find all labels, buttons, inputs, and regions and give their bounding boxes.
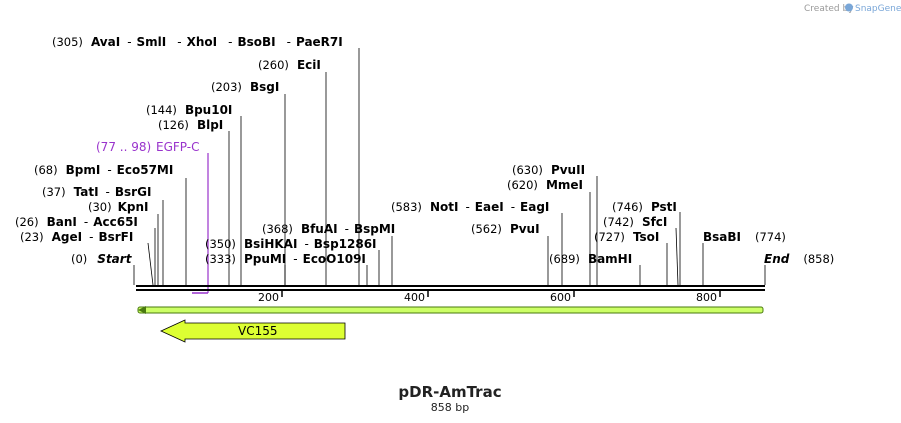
- snapgene-brand: SnapGene: [855, 4, 901, 14]
- enzyme-label-203[interactable]: (203)BsgI: [211, 80, 279, 94]
- enzyme-label-562[interactable]: (562)PvuI: [471, 222, 540, 236]
- created-by-text: Created by: [804, 4, 854, 14]
- enzyme-label-689[interactable]: (689)BamHI: [549, 252, 632, 266]
- tick-label-800: 800: [696, 291, 717, 304]
- enzyme-labels: (305)AvaI-SmlI-XhoI-BsoBI-PaeR7I (260)Ec…: [15, 35, 834, 266]
- cut-site-lines: [133, 48, 766, 286]
- tick-label-200: 200: [258, 291, 279, 304]
- snapgene-watermark: Created by SnapGene: [804, 3, 901, 14]
- enzyme-label-630[interactable]: (630)PvuII: [512, 163, 585, 177]
- enzyme-label-26[interactable]: (26)BanI-Acc65I: [15, 215, 138, 229]
- enzyme-label-727[interactable]: (727)TsoI: [594, 230, 659, 244]
- enzyme-name: BsoBI: [237, 35, 275, 49]
- enzyme-label-774[interactable]: BsaBI(774): [703, 230, 786, 244]
- enzyme-label-30[interactable]: (30)KpnI: [88, 200, 149, 214]
- enzyme-label-350[interactable]: (350)BsiHKAI-Bsp1286I: [205, 237, 377, 251]
- start-label: (0)Start: [71, 252, 133, 266]
- egfp-label: EGFP-C: [156, 140, 199, 154]
- green-bar-arrow-icon: [138, 306, 146, 314]
- enzyme-label-37[interactable]: (37)TatI-BsrGI: [42, 185, 151, 199]
- enzyme-label-126[interactable]: (126)BlpI: [158, 118, 223, 132]
- end-label: End(858): [764, 252, 834, 266]
- enzyme-label-305[interactable]: (305)AvaI-SmlI-XhoI-BsoBI-PaeR7I: [52, 35, 343, 49]
- snapgene-logo-icon: [845, 3, 853, 12]
- enzyme-name: XhoI: [187, 35, 218, 49]
- plasmid-size: 858 bp: [431, 401, 469, 414]
- enzyme-name: SmlI: [137, 35, 167, 49]
- green-bar: [137, 306, 764, 314]
- enzyme-name: AvaI: [91, 35, 120, 49]
- enzyme-label-368[interactable]: (368)BfuAI-BspMI: [262, 222, 395, 236]
- vc155-arrow-icon: [160, 319, 346, 343]
- enzyme-label-23[interactable]: (23)AgeI-BsrFI: [20, 230, 133, 244]
- egfp-position: (77 .. 98): [96, 140, 151, 154]
- tick-label-600: 600: [550, 291, 571, 304]
- ruler: 200 400 600 800: [258, 291, 721, 304]
- enzyme-label-746[interactable]: (746)PstI: [612, 200, 677, 214]
- cut-line-23: [147, 242, 154, 286]
- enzyme-label-333[interactable]: (333)PpuMI-EcoO109I: [205, 252, 366, 266]
- enzyme-label-144[interactable]: (144)Bpu10I: [146, 103, 232, 117]
- enzyme-label-742[interactable]: (742)SfcI: [603, 215, 667, 229]
- vc155-label: VC155: [238, 324, 278, 338]
- enzyme-label-68[interactable]: (68)BpmI-Eco57MI: [34, 163, 173, 177]
- tick-label-400: 400: [404, 291, 425, 304]
- feature-full-length-bar[interactable]: [137, 306, 764, 314]
- plasmid-backbone: [136, 285, 765, 291]
- cut-line-742: [675, 227, 679, 286]
- enzyme-name: PaeR7I: [296, 35, 343, 49]
- enzyme-label-583[interactable]: (583)NotI-EaeI-EagI: [391, 200, 549, 214]
- site-pos: (305): [52, 35, 83, 49]
- enzyme-label-260[interactable]: (260)EciI: [258, 58, 321, 72]
- enzyme-label-620[interactable]: (620)MmeI: [507, 178, 583, 192]
- feature-vc155[interactable]: VC155: [160, 319, 346, 343]
- feature-egfp-c[interactable]: (77 .. 98) EGFP-C: [96, 140, 209, 294]
- plasmid-title: pDR-AmTrac: [398, 383, 501, 401]
